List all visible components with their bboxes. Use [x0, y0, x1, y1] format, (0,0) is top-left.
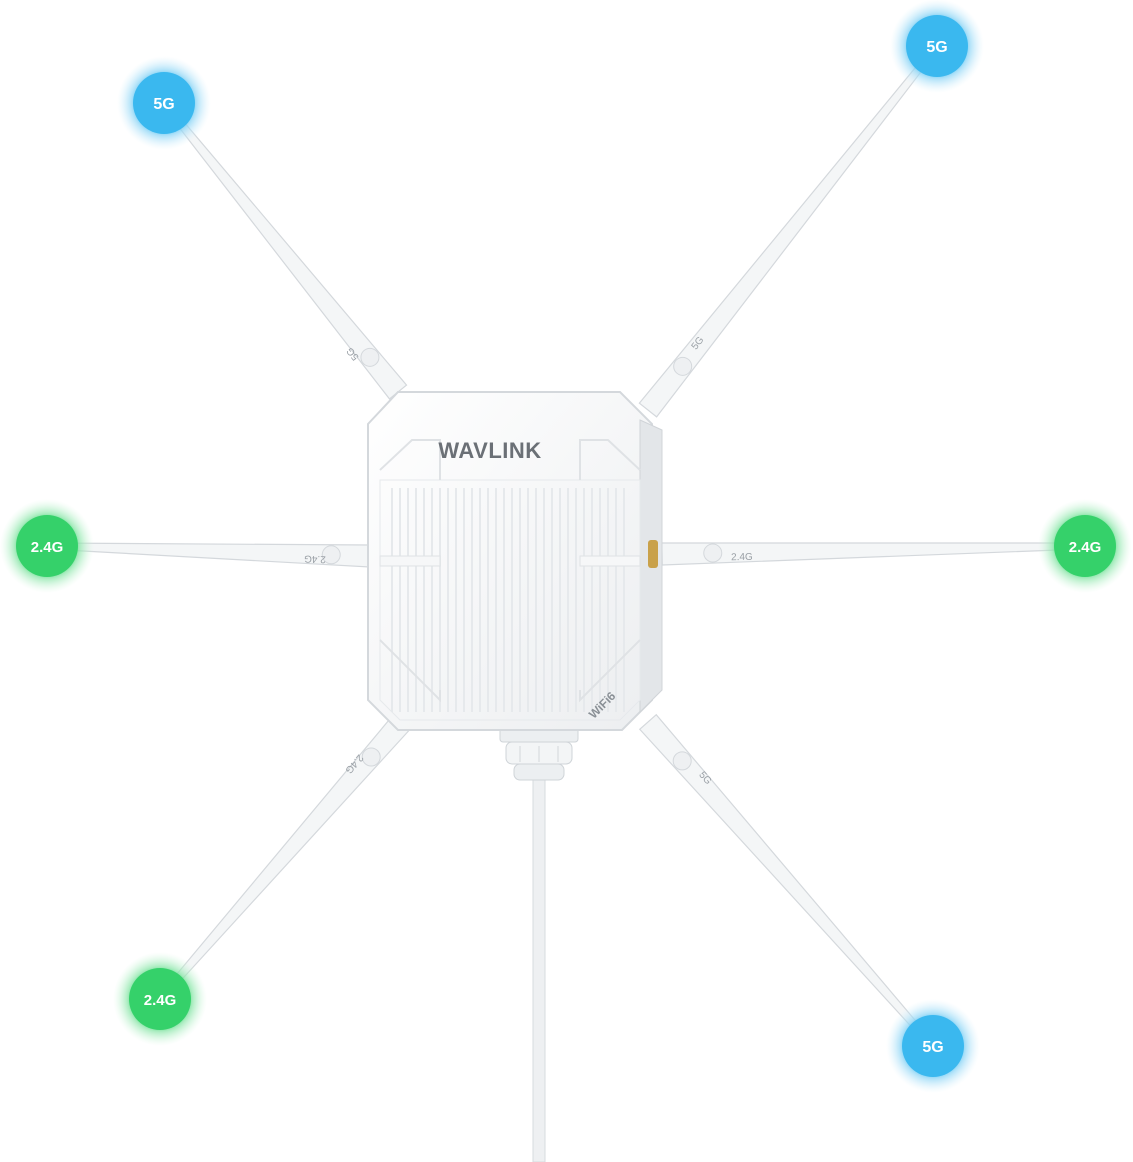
body-ribs: [391, 488, 625, 712]
antenna-joint: [360, 347, 380, 367]
antenna-joint: [361, 747, 381, 767]
antenna-connector: [648, 540, 658, 568]
band-badge-bottom-right: 5G: [886, 999, 980, 1093]
brand-logo: WAVLINK: [438, 438, 541, 463]
band-label: 2.4G: [31, 539, 64, 556]
band-label: 5G: [926, 39, 947, 56]
badge-core: [129, 968, 191, 1030]
badge-core: [1054, 515, 1116, 577]
antenna-bottom-right: 5G: [638, 713, 937, 1049]
band-label: 2.4G: [1069, 539, 1102, 556]
power-cable: [532, 779, 546, 1162]
antenna-top-left: 5G: [160, 100, 408, 400]
antenna-band-tag: 2.4G: [731, 552, 753, 563]
antenna-joint: [321, 545, 341, 565]
cable-gland: [499, 727, 579, 781]
band-badge-bottom-left: 2.4G: [113, 952, 207, 1046]
band-badge-top-left: 5G: [117, 56, 211, 150]
router-body: WAVLINK WiFi6: [367, 391, 663, 731]
band-badge-right: 2.4G: [1038, 499, 1132, 593]
antenna-rod: [661, 542, 1086, 566]
band-label: 5G: [153, 96, 174, 113]
badge-core: [16, 515, 78, 577]
antenna-bottom-left: 2.4G: [156, 715, 410, 1002]
band-badge-top-right: 5G: [890, 0, 984, 93]
antenna-joint: [673, 356, 693, 376]
antenna-band-tag: 2.4G: [304, 553, 326, 565]
badge-core: [902, 1015, 964, 1077]
antenna-joint: [703, 543, 723, 563]
antenna-right: 2.4G: [661, 542, 1086, 566]
band-badge-left: 2.4G: [0, 499, 94, 593]
band-label: 5G: [922, 1039, 943, 1056]
badge-core: [133, 72, 195, 134]
badge-core: [906, 15, 968, 77]
antenna-left: 2.4G: [46, 542, 371, 568]
band-label: 2.4G: [144, 992, 177, 1009]
antenna-top-right: 5G: [638, 43, 941, 418]
antenna-joint: [672, 751, 692, 771]
